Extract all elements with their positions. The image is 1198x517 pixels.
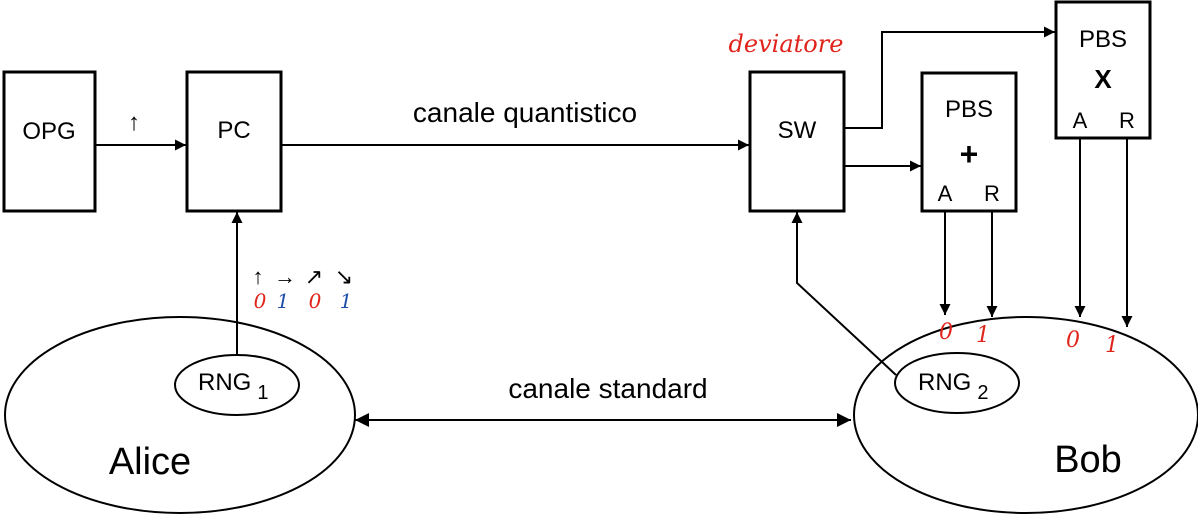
bob-x-bit-a: 0 — [1066, 328, 1080, 353]
sw-label: SW — [778, 117, 817, 144]
bob-plus-bit-a: 0 — [939, 320, 953, 345]
pbs-x-output-r: R — [1119, 108, 1135, 133]
bob-ellipse — [853, 316, 1198, 514]
polarization-legend: ↑ → ↗ ↘ 0 1 0 1 — [253, 264, 354, 313]
polarization-diagonal-up-icon: ↗ — [305, 264, 323, 289]
opg-box: OPG — [2, 70, 97, 213]
bob-x-bit-r: 1 — [1105, 333, 1119, 358]
opg-label: OPG — [22, 118, 75, 145]
quantum-channel-label: canale quantistico — [413, 97, 637, 128]
pbs-plus-output-r: R — [984, 181, 1000, 206]
bob-label: Bob — [1054, 439, 1122, 481]
polarization-horizontal-bit: 1 — [277, 289, 290, 313]
pbs-plus-output-a: A — [938, 181, 953, 206]
polarization-diagonal-up-bit: 0 — [309, 289, 322, 313]
switch-handwritten-label: deviatore — [729, 30, 844, 58]
polarization-horizontal-icon: → — [274, 264, 296, 289]
rng2-to-sw-arrow — [791, 212, 897, 376]
sw-box: SW — [748, 70, 846, 213]
pbs-x-box: PBS X A R — [1054, 0, 1152, 140]
pc-label: PC — [217, 117, 250, 144]
rng2-ellipse — [894, 352, 1020, 414]
pc-box: PC — [185, 70, 283, 213]
pbs-plus-box: PBS + A R — [920, 71, 1018, 213]
polarization-vertical-bit: 0 — [254, 289, 267, 313]
opg-polarization-glyph: ↑ — [128, 109, 140, 136]
standard-channel-label: canale standard — [508, 373, 707, 404]
polarization-diagonal-down-icon: ↘ — [335, 264, 353, 289]
sw-to-pbs-x-arrow — [844, 26, 1055, 129]
alice-label: Alice — [109, 441, 191, 483]
pbs-x-output-a: A — [1073, 108, 1088, 133]
plus-basis-icon: + — [960, 136, 979, 172]
polarization-diagonal-down-bit: 1 — [340, 289, 353, 313]
pbs-plus-title: PBS — [945, 96, 993, 123]
pbs-x-title: PBS — [1079, 26, 1127, 53]
alice-ellipse — [4, 316, 356, 514]
x-basis-icon: X — [1094, 64, 1112, 94]
polarization-vertical-icon: ↑ — [253, 264, 264, 289]
bob-plus-bit-r: 1 — [976, 323, 990, 348]
